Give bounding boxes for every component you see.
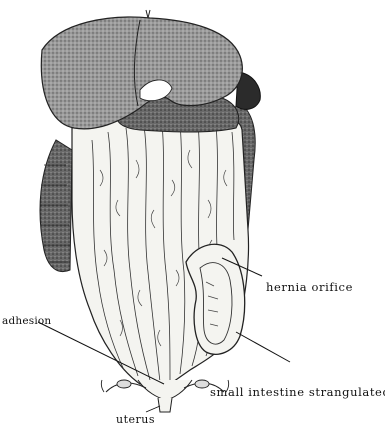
uterus-leader (146, 406, 160, 412)
label-uterus: uterus (116, 413, 155, 426)
label-adhesion: adhesion (2, 315, 51, 327)
ascending-colon (40, 140, 72, 272)
small-intestine-leader (236, 332, 290, 362)
label-small-intestine-strangulated: small intestine strangulated (210, 385, 385, 399)
label-hernia-orifice: hernia orifice (266, 280, 353, 294)
